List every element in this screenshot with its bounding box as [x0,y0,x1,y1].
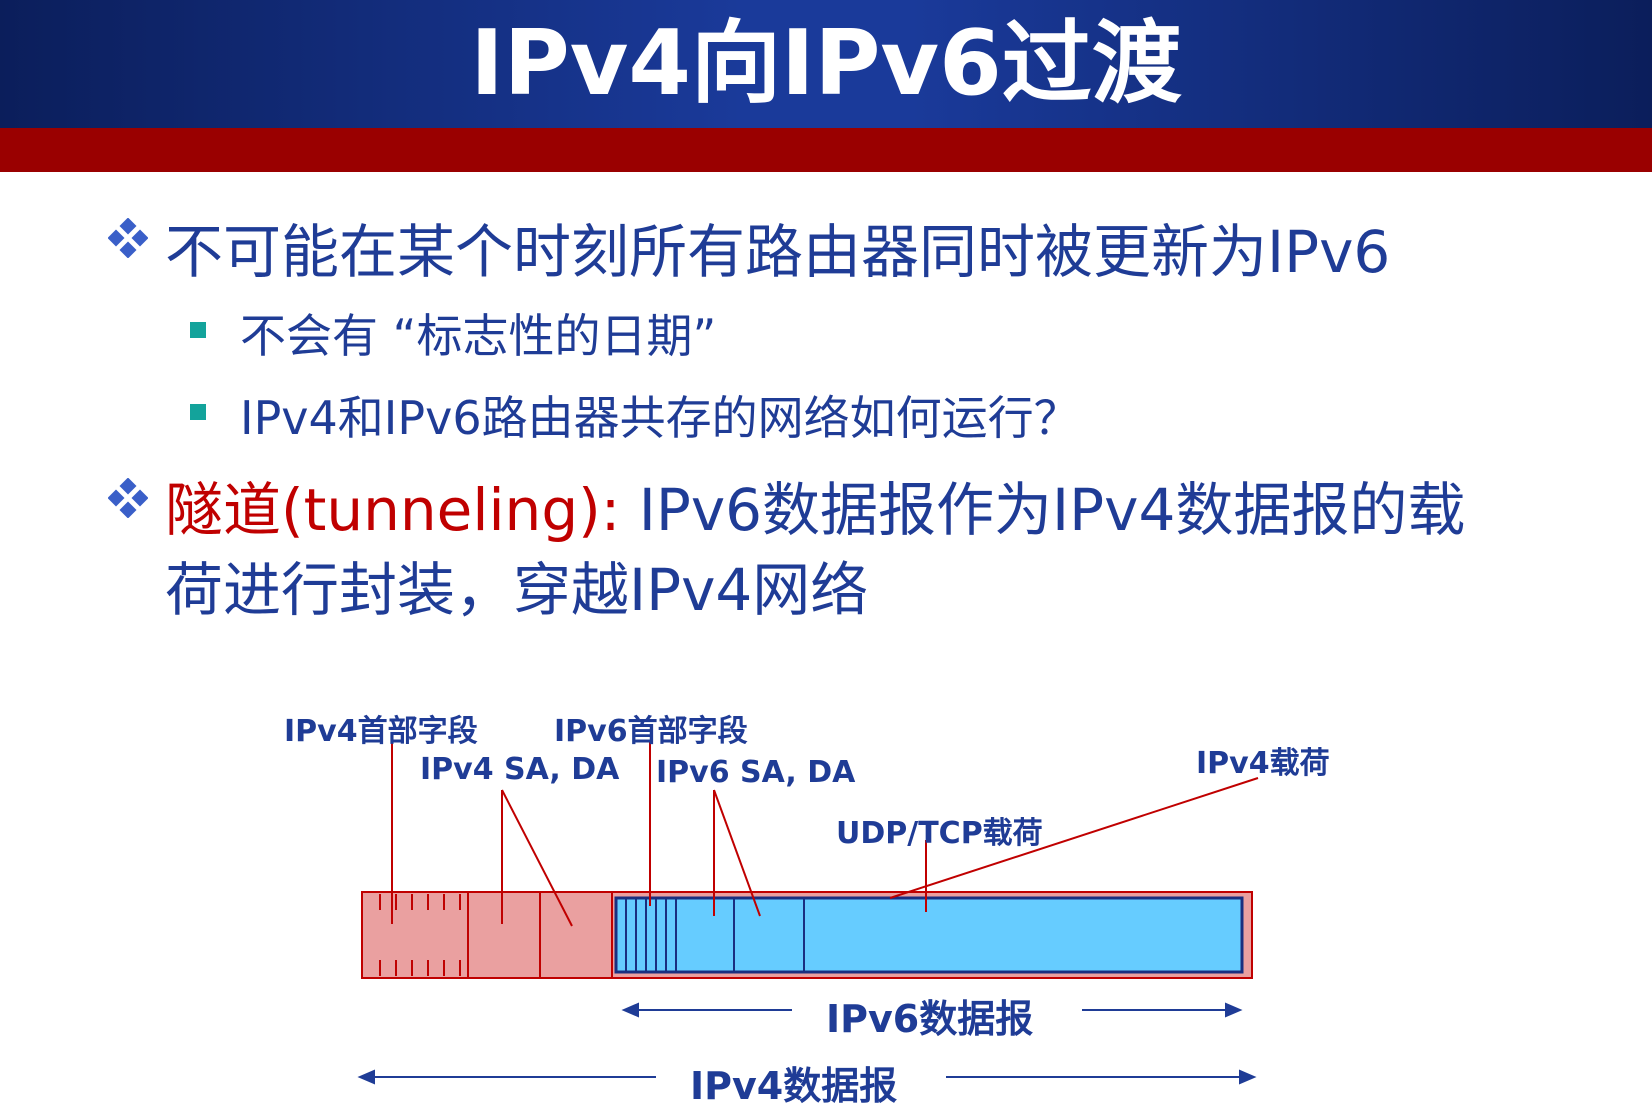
ipv4-datagram-label: IPv4数据报 [690,1064,898,1108]
title-accent-band [0,128,1652,172]
ipv4-sa-da-label: IPv4 SA, DA [420,752,620,787]
bullet-2-text: 隧道(tunneling): IPv6数据报作为IPv4数据报的载 [165,463,1465,547]
bullet-1-sub-2: IPv4和IPv6路由器共存的网络如何运行？ [240,391,1080,445]
ipv6-datagram-box [614,896,1244,974]
tunneling-term: 隧道(tunneling): [165,476,621,544]
label-pointers [391,742,1259,927]
ipv6-datagram-arrows [621,1002,1243,1018]
tunneling-definition: IPv6数据报作为IPv4数据报的载 [620,476,1466,544]
ipv6-sa-da-label: IPv6 SA, DA [656,755,856,790]
sub-bullet-icon [190,404,206,420]
diamond-bullet-icon [108,478,148,518]
slide-title: IPv4向IPv6过渡 [470,11,1182,116]
diamond-bullet-icon [108,218,148,258]
title-bar [0,0,1652,128]
ipv4-datagram-arrows [357,1069,1257,1085]
ipv6-datagram-label: IPv6数据报 [826,997,1034,1041]
udp-tcp-payload-label: UDP/TCP载荷 [836,816,1043,851]
ipv6-header-fields [625,898,805,972]
ipv6-header-fields-label: IPv6首部字段 [554,714,748,749]
bullet-1-sub-1: 不会有 “标志性的日期” [240,309,717,363]
sub-bullet-icon [190,322,206,338]
bullet-1-text: 不可能在某个时刻所有路由器同时被更新为IPv6 [165,218,1391,286]
ipv4-header-fields-label: IPv4首部字段 [284,714,478,749]
ipv4-header-fields [379,892,613,978]
ipv4-payload-label: IPv4载荷 [1196,746,1330,781]
bullet-2-text-line2: 荷进行封装，穿越IPv4网络 [165,556,869,624]
